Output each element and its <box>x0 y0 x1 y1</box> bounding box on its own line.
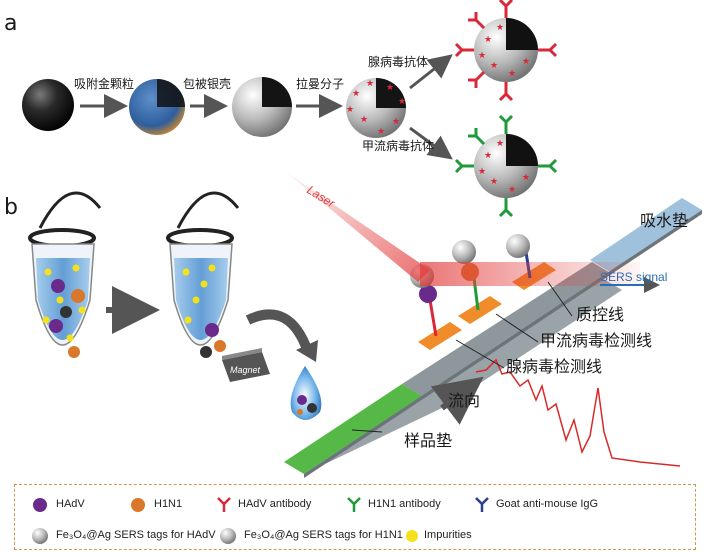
label-hadv-test-line: 腺病毒检测线 <box>506 357 602 376</box>
tube-before-separation <box>28 191 102 358</box>
arrow-branch-bottom <box>409 126 453 160</box>
svg-text:★: ★ <box>478 51 486 61</box>
h1n1-virus-icon <box>131 498 145 512</box>
sers-spectrum <box>475 358 681 467</box>
tube-after-separation <box>166 191 240 358</box>
label-sample-pad: 样品垫 <box>404 431 452 450</box>
legend-hadv: HAdV <box>56 498 85 510</box>
label-h1n1-test-line: 甲流病毒检测线 <box>540 331 652 350</box>
gold-particle-cutaway <box>157 79 185 107</box>
svg-text:★: ★ <box>398 97 406 107</box>
panel-label-a: a <box>4 11 17 36</box>
leader-hadv <box>455 339 505 369</box>
svg-text:★: ★ <box>366 79 374 89</box>
hadv-sers-tag: ★ ★ ★ ★ ★ ★ <box>454 0 558 102</box>
label-branch-top: 腺病毒抗体 <box>368 54 428 69</box>
svg-text:★: ★ <box>386 83 394 93</box>
legend-h1n1-antibody: H1N1 antibody <box>368 498 441 510</box>
label-step2: 包被银壳 <box>183 77 231 91</box>
svg-text:★: ★ <box>352 89 360 99</box>
h1n1-sers-tag: ★ ★ ★ ★ ★ ★ <box>454 114 558 218</box>
svg-text:★: ★ <box>490 61 498 71</box>
label-control-line: 质控线 <box>576 305 624 324</box>
hadv-antibody-legend-icon <box>217 497 231 512</box>
legend-tag-hadv: Fe₃O₄@Ag SERS tags for HAdV <box>56 529 216 541</box>
sers-signal-beam <box>420 262 640 286</box>
svg-text:★: ★ <box>508 185 516 195</box>
arrow-branch-top <box>409 54 453 90</box>
svg-text:★: ★ <box>377 127 385 137</box>
h1n1-test-pad <box>458 296 502 324</box>
legend-impurities: Impurities <box>424 529 472 541</box>
svg-text:★: ★ <box>496 139 504 149</box>
legend-h1n1: H1N1 <box>154 498 183 510</box>
svg-text:★: ★ <box>360 115 368 125</box>
svg-text:★: ★ <box>478 167 486 177</box>
curved-arrow <box>245 309 313 354</box>
hadv-tag-legend-icon <box>32 528 48 544</box>
svg-text:★: ★ <box>484 35 492 45</box>
h1n1-antibody-icon <box>454 114 558 218</box>
legend-box <box>14 484 696 550</box>
sample-pad <box>284 384 422 474</box>
label-absorbent-pad: 吸水垫 <box>640 211 688 230</box>
svg-text:★: ★ <box>522 57 530 67</box>
svg-text:★: ★ <box>522 173 530 183</box>
silver-particle-cutaway <box>262 77 292 107</box>
svg-text:★: ★ <box>490 177 498 187</box>
svg-text:★: ★ <box>508 69 516 79</box>
legend-goat-igg: Goat anti-mouse IgG <box>496 498 599 510</box>
legend-tag-h1n1: Fe₃O₄@Ag SERS tags for H1N1 <box>244 529 403 541</box>
h1n1-antibody-legend-icon <box>347 497 361 512</box>
h1n1-tag-legend-icon <box>220 528 236 544</box>
hadv-virus-icon <box>33 498 47 512</box>
magnet-block: Magnet <box>222 348 270 382</box>
leader-control <box>547 281 573 317</box>
svg-text:★: ★ <box>392 117 400 127</box>
raman-labeled-particle: ★ ★ ★ ★ ★ ★ ★ ★ <box>346 78 406 138</box>
flow-arrow <box>430 376 484 425</box>
svg-text:★: ★ <box>496 23 504 33</box>
laser-beam <box>286 172 430 282</box>
goat-igg-legend-icon <box>475 497 489 512</box>
label-step3: 拉曼分子 <box>296 76 344 91</box>
label-flow: 流向 <box>448 391 480 410</box>
legend-hadv-antibody: HAdV antibody <box>238 498 312 510</box>
impurities-icon <box>406 530 418 542</box>
sample-droplet <box>290 366 322 420</box>
sers-signal-label: SERS signal <box>600 270 667 284</box>
leader-h1n1 <box>495 313 539 343</box>
label-step1: 吸附金颗粒 <box>74 76 134 91</box>
curved-arrow-head <box>296 340 318 362</box>
leader-sample <box>351 429 383 433</box>
svg-text:★: ★ <box>346 105 354 115</box>
magnet-label: Magnet <box>230 365 261 375</box>
fe3o4-core-particle <box>22 79 74 131</box>
panel-label-b: b <box>4 195 18 220</box>
label-branch-bottom: 甲流病毒抗体 <box>362 138 434 153</box>
svg-text:★: ★ <box>484 151 492 161</box>
hadv-test-pad <box>418 322 462 350</box>
hadv-antibody-icon <box>454 0 558 102</box>
absorbent-pad <box>590 198 702 272</box>
